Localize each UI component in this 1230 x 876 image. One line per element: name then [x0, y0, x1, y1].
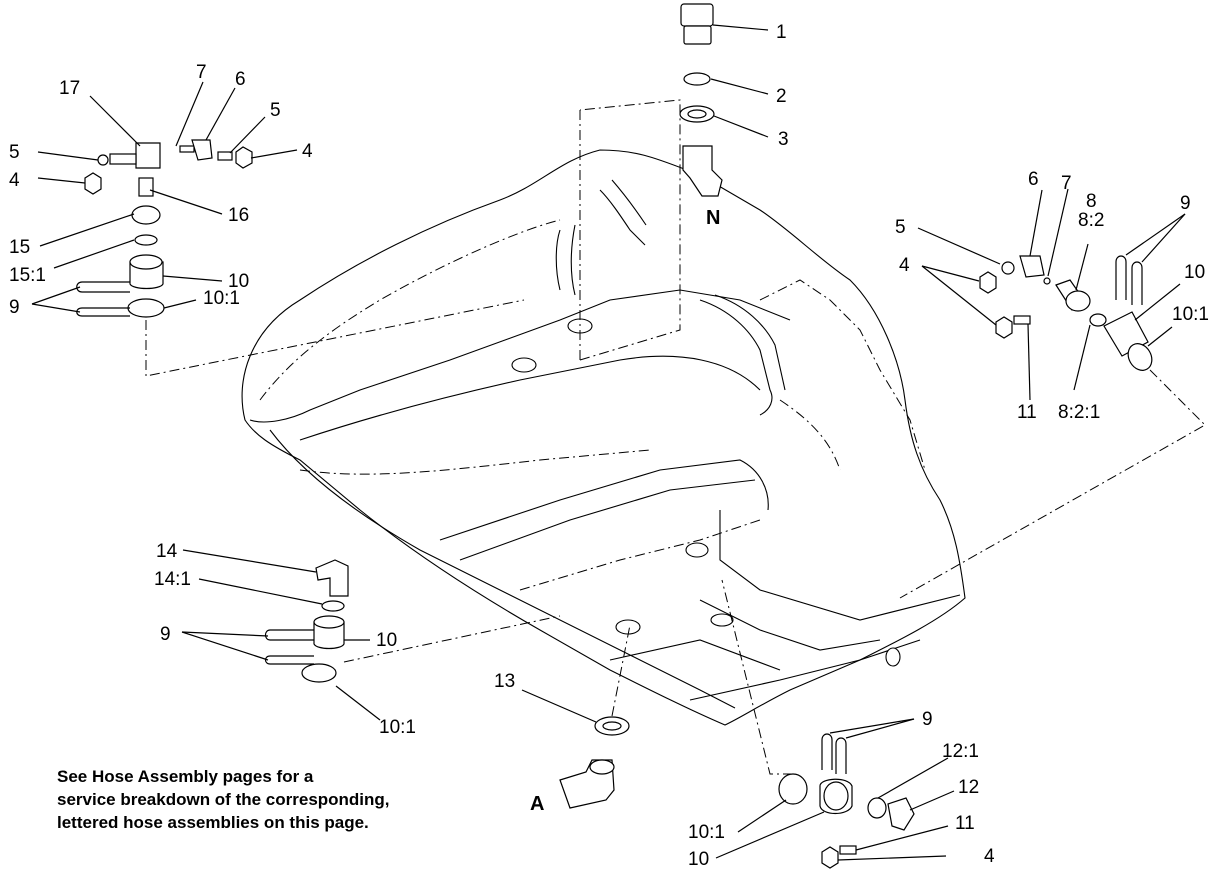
gasket — [301, 663, 337, 683]
note-line-3: lettered hose assemblies on this page. — [57, 813, 369, 832]
callout-12: 12 — [958, 777, 979, 798]
note-line-1: See Hose Assembly pages for a — [57, 767, 314, 786]
tank-port-hole — [885, 647, 901, 667]
clip — [821, 733, 833, 770]
bulkhead-fitting — [313, 621, 345, 650]
tank-port-hole — [615, 619, 641, 635]
callout-11: 11 — [1017, 402, 1037, 423]
callout-1: 1 — [776, 22, 787, 43]
elbow-fitting — [887, 797, 915, 831]
callout-n: N — [706, 207, 720, 229]
callout-a: A — [530, 793, 544, 815]
nut — [84, 172, 102, 195]
callout-10: 10 — [688, 849, 709, 870]
callout-4: 4 — [9, 170, 20, 191]
callout-4: 4 — [899, 255, 910, 276]
callout-8-2: 8:2 — [1078, 210, 1104, 231]
bushing — [131, 205, 161, 225]
tank-port-hole — [685, 542, 709, 558]
callout-5: 5 — [9, 142, 20, 163]
elbow — [1019, 255, 1045, 278]
gasket — [778, 773, 808, 805]
gasket — [127, 298, 165, 318]
filler-cap — [680, 3, 714, 27]
callout-14-1: 14:1 — [154, 569, 191, 590]
o-ring — [683, 72, 711, 86]
callout-7: 7 — [196, 62, 207, 83]
nut — [821, 846, 839, 869]
tee-fitting — [135, 142, 161, 169]
callout-5: 5 — [895, 217, 906, 238]
callout-14: 14 — [156, 541, 178, 562]
bottom-left-group — [181, 549, 561, 721]
tank-port-hole — [511, 357, 537, 373]
elbow-fitting-n — [682, 145, 723, 197]
callout-6: 6 — [235, 69, 246, 90]
callout-10: 10 — [228, 271, 249, 292]
callout-16: 16 — [228, 205, 249, 226]
nut — [979, 271, 997, 294]
clip — [835, 737, 847, 774]
callout-11: 11 — [955, 813, 975, 834]
callout-3: 3 — [778, 129, 789, 150]
callout-8: 8 — [1086, 191, 1097, 212]
callout-4: 4 — [984, 846, 995, 867]
clip — [1115, 255, 1127, 300]
callout-7: 7 — [1061, 173, 1072, 194]
callout-6: 6 — [1028, 169, 1039, 190]
callout-10-1: 10:1 — [688, 822, 725, 843]
clip — [76, 307, 130, 317]
nut — [995, 316, 1013, 339]
callout-9: 9 — [922, 709, 933, 730]
clip — [264, 655, 314, 665]
callout-17: 17 — [59, 78, 80, 99]
fuel-tank — [241, 149, 966, 726]
callout-13: 13 — [494, 671, 515, 692]
gasket — [1127, 343, 1153, 371]
bottom-center-group — [521, 624, 631, 809]
bottom-right-group — [715, 579, 955, 869]
callout-9: 9 — [1180, 193, 1191, 214]
elbow — [191, 139, 213, 161]
clip — [1131, 261, 1143, 305]
callout-9: 9 — [9, 297, 20, 318]
callout-15: 15 — [9, 237, 30, 258]
callout-10: 10 — [376, 630, 397, 651]
callout-15-1: 15:1 — [9, 265, 46, 286]
callout-9: 9 — [160, 624, 171, 645]
callout-10-1: 10:1 — [1172, 304, 1209, 325]
nut — [235, 146, 253, 169]
clip — [264, 629, 314, 641]
hose-assembly-note: See Hose Assembly pages for a service br… — [57, 767, 390, 832]
note-line-2: service breakdown of the corresponding, — [57, 790, 390, 809]
callout-10-1: 10:1 — [203, 288, 240, 309]
callout-12-1: 12:1 — [942, 741, 979, 762]
clip — [76, 281, 130, 293]
left-vent-group — [31, 81, 525, 377]
callout-8-2-1: 8:2:1 — [1058, 402, 1100, 423]
callout-4: 4 — [302, 141, 313, 162]
filler-neck-group — [579, 3, 769, 361]
elbow-fitting — [315, 559, 349, 597]
callout-10: 10 — [1184, 262, 1205, 283]
tank-port-hole — [710, 613, 734, 627]
right-vent-group — [899, 188, 1206, 599]
callout-5: 5 — [270, 100, 281, 121]
callout-labels: 1 2 3 N 17 7 6 5 4 5 4 16 15 15:1 10 10:… — [9, 22, 1209, 870]
callout-2: 2 — [776, 86, 787, 107]
callout-10-1: 10:1 — [379, 717, 416, 738]
